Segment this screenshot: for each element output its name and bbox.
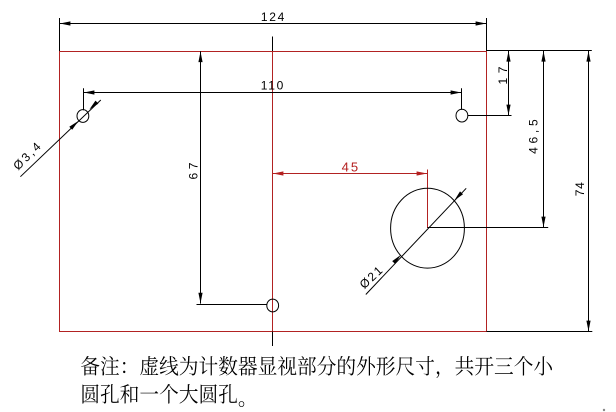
svg-text:74: 74 (573, 182, 587, 196)
svg-text:124: 124 (261, 10, 285, 24)
svg-text:110: 110 (261, 79, 284, 93)
